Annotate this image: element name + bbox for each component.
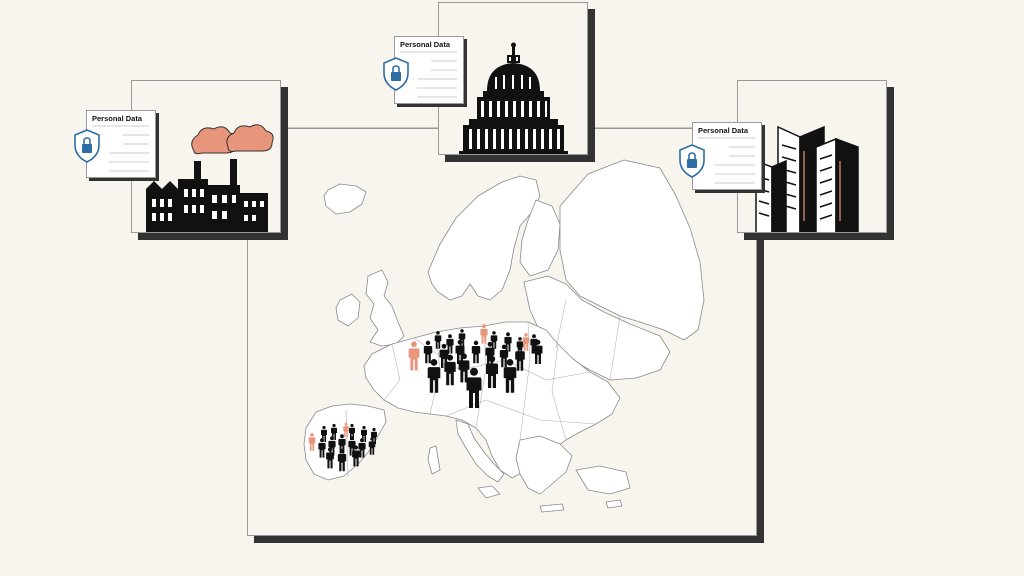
shield-lock-icon	[679, 144, 705, 178]
scandinavia	[427, 175, 541, 301]
shield-lock-icon	[74, 129, 100, 163]
document-lines	[698, 137, 755, 184]
document-lines	[92, 125, 149, 172]
document-title: Personal Data	[698, 126, 749, 135]
cyprus	[605, 499, 623, 509]
sicily	[477, 485, 501, 499]
russia	[559, 159, 705, 341]
office-buildings-icon	[755, 125, 859, 232]
crete	[539, 503, 565, 513]
turkey	[575, 465, 631, 495]
factory-panel	[131, 80, 281, 233]
offices-panel	[737, 80, 887, 233]
balkans	[515, 435, 573, 495]
document-lines	[400, 51, 457, 98]
factory-icon	[146, 124, 274, 232]
document-title: Personal Data	[400, 40, 451, 49]
personal-data-document-offices: Personal Data	[692, 122, 762, 190]
sardinia	[427, 445, 441, 475]
italy	[455, 419, 505, 483]
finland	[519, 199, 561, 277]
shield-lock-icon	[383, 57, 409, 91]
capitol-icon	[459, 42, 568, 154]
iceland	[323, 183, 367, 215]
document-title: Personal Data	[92, 114, 143, 123]
ireland	[335, 293, 361, 327]
